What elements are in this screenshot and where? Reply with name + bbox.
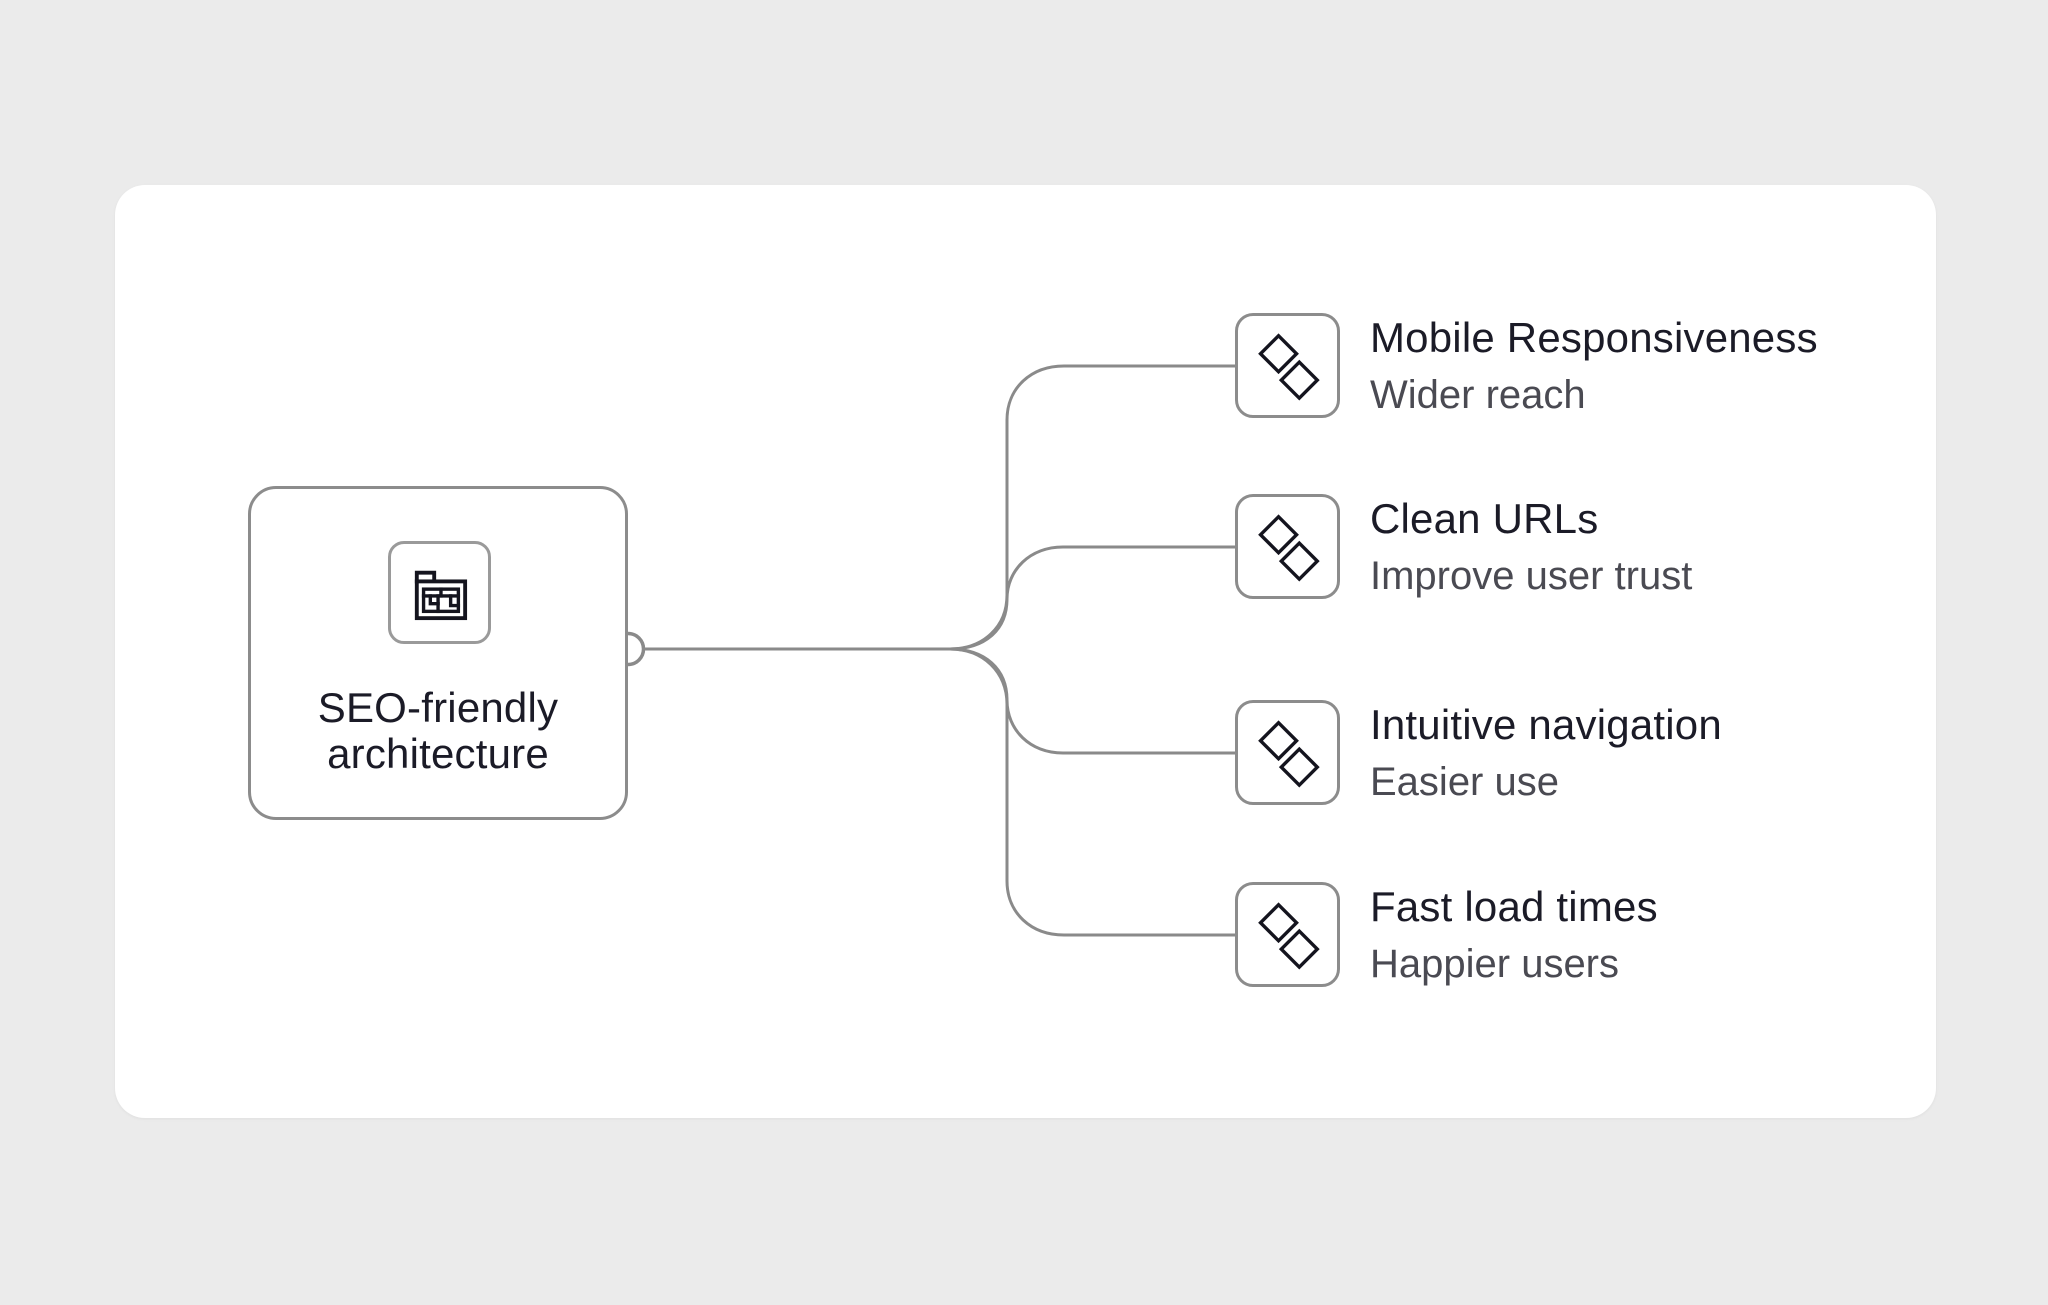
root-node-label: SEO-friendly architecture (317, 684, 559, 778)
branch-subtitle: Easier use (1370, 760, 1559, 805)
branch-subtitle: Improve user trust (1370, 554, 1693, 599)
branch-icon-card[interactable] (1235, 494, 1340, 599)
branch-text: Clean URLs Improve user trust (1370, 494, 1692, 599)
diamonds-icon (1258, 333, 1325, 406)
root-icon-tile (388, 541, 491, 644)
diamonds-icon (1258, 720, 1325, 793)
diamonds-icon (1258, 514, 1325, 587)
branch-node-fast-load-times[interactable]: Fast load times Happier users (1235, 882, 1935, 987)
branch-text: Mobile Responsiveness Wider reach (1370, 313, 1818, 418)
branch-subtitle: Happier users (1370, 942, 1620, 987)
branch-node-intuitive-navigation[interactable]: Intuitive navigation Easier use (1235, 700, 1935, 805)
branch-title: Fast load times (1370, 882, 1658, 930)
branch-node-clean-urls[interactable]: Clean URLs Improve user trust (1235, 494, 1935, 599)
root-node[interactable]: SEO-friendly architecture (248, 486, 628, 820)
branch-subtitle: Wider reach (1370, 373, 1586, 418)
branch-title: Mobile Responsiveness (1370, 313, 1818, 361)
branch-text: Fast load times Happier users (1370, 882, 1658, 987)
branch-node-mobile-responsiveness[interactable]: Mobile Responsiveness Wider reach (1235, 313, 1935, 418)
diamonds-icon (1258, 902, 1325, 975)
branch-icon-card[interactable] (1235, 313, 1340, 418)
branch-title: Intuitive navigation (1370, 700, 1722, 748)
branch-icon-card[interactable] (1235, 882, 1340, 987)
branch-title: Clean URLs (1370, 494, 1599, 542)
folder-structure-icon (414, 570, 467, 620)
branch-text: Intuitive navigation Easier use (1370, 700, 1722, 805)
branch-icon-card[interactable] (1235, 700, 1340, 805)
